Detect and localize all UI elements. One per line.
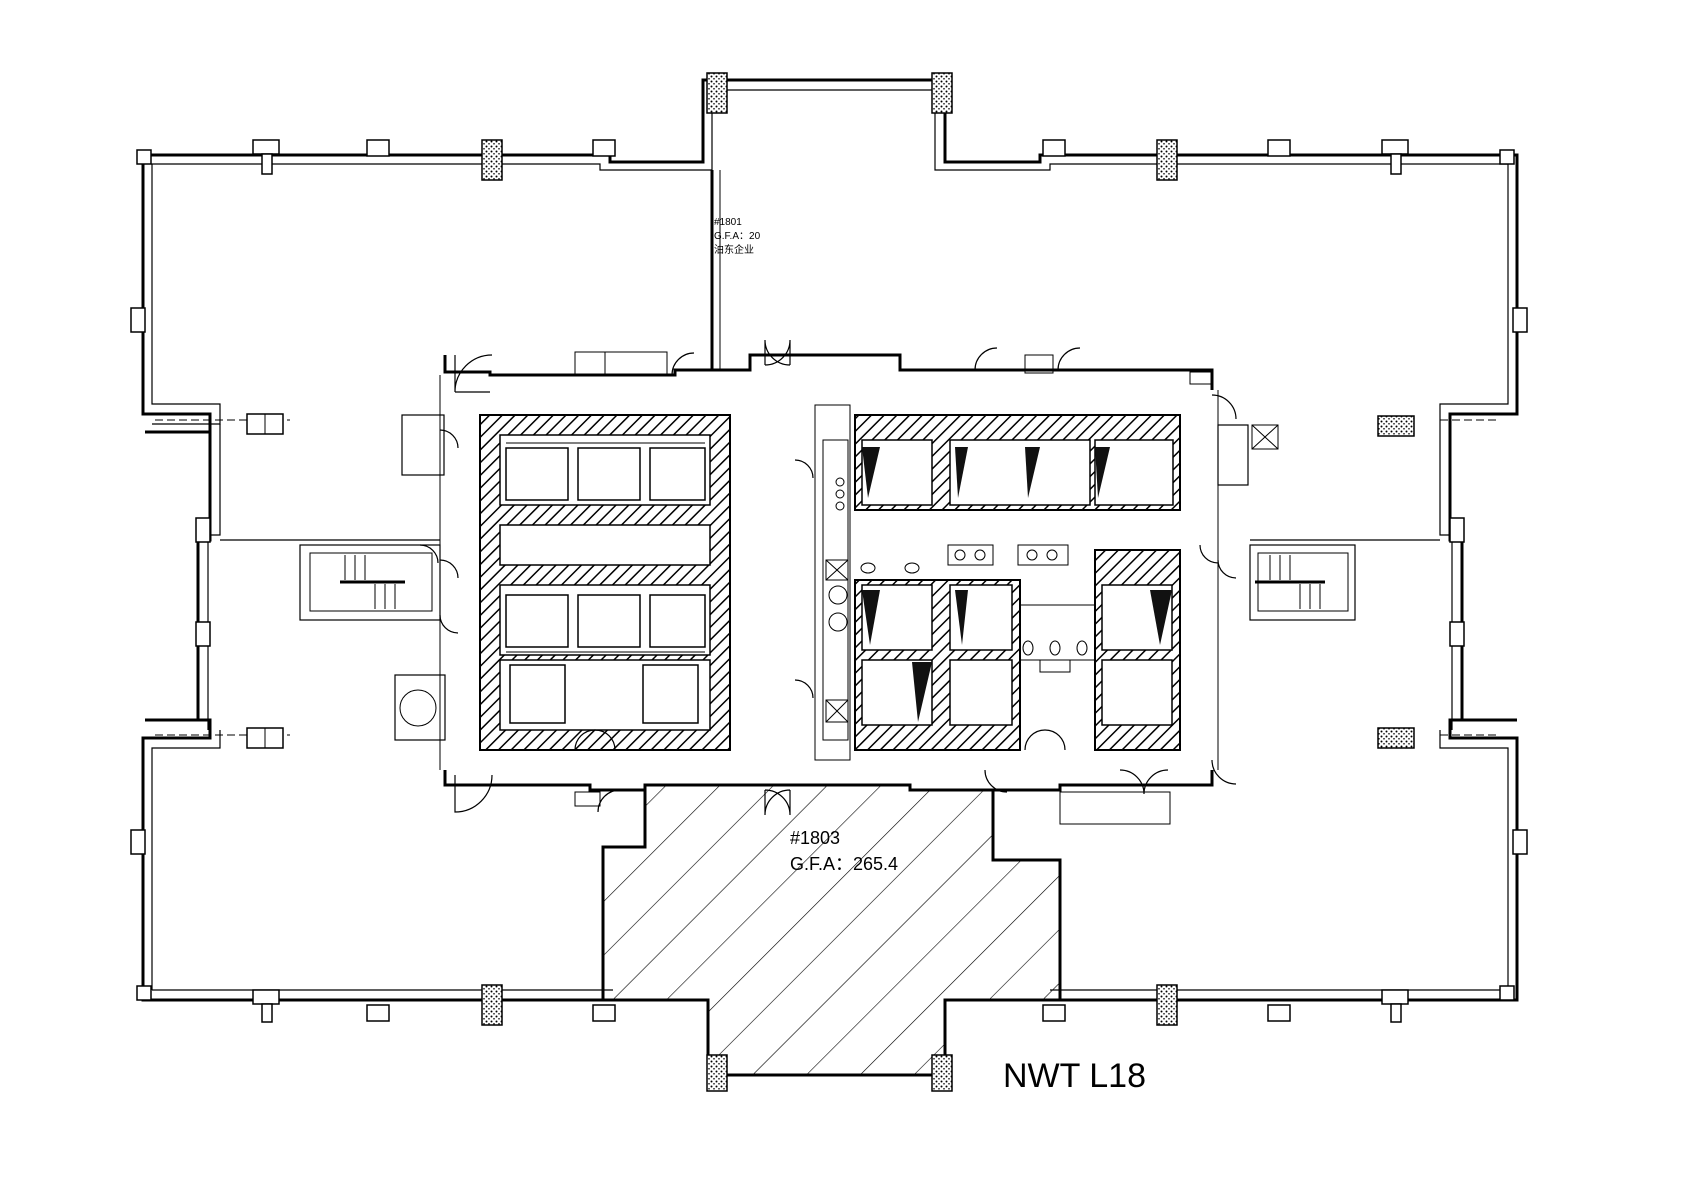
west-stair xyxy=(299,544,441,621)
unit-1803-id: #1803 xyxy=(790,828,840,848)
lift-car xyxy=(649,594,706,648)
left-lift-core xyxy=(479,414,731,751)
lift-car xyxy=(577,594,641,648)
unit-1803-label: #1803 G.F.A：265.4 xyxy=(790,828,898,874)
unit-1801-id: #1801 xyxy=(714,217,742,228)
service-rooms xyxy=(394,351,1279,825)
unit-1803-gfa: G.F.A：265.4 xyxy=(790,854,898,874)
lift-car xyxy=(505,594,569,648)
unit-1801-tenant: 泊东企业 xyxy=(714,243,754,256)
columns xyxy=(130,72,1528,1092)
lift-car xyxy=(642,664,699,724)
partition-walls xyxy=(220,170,1440,541)
lift-car xyxy=(509,664,566,724)
unit-1801-label: #1801 G.F.A：20 泊东企业 xyxy=(714,217,761,256)
lift-car xyxy=(505,447,569,501)
unit-1801-gfa: G.F.A：20 xyxy=(714,231,761,242)
lift-car xyxy=(577,447,641,501)
lift-car xyxy=(649,447,706,501)
right-core xyxy=(814,404,1181,761)
east-stair xyxy=(1249,544,1356,621)
doors xyxy=(419,339,1237,816)
floor-title: NWT L18 xyxy=(1003,1057,1146,1095)
